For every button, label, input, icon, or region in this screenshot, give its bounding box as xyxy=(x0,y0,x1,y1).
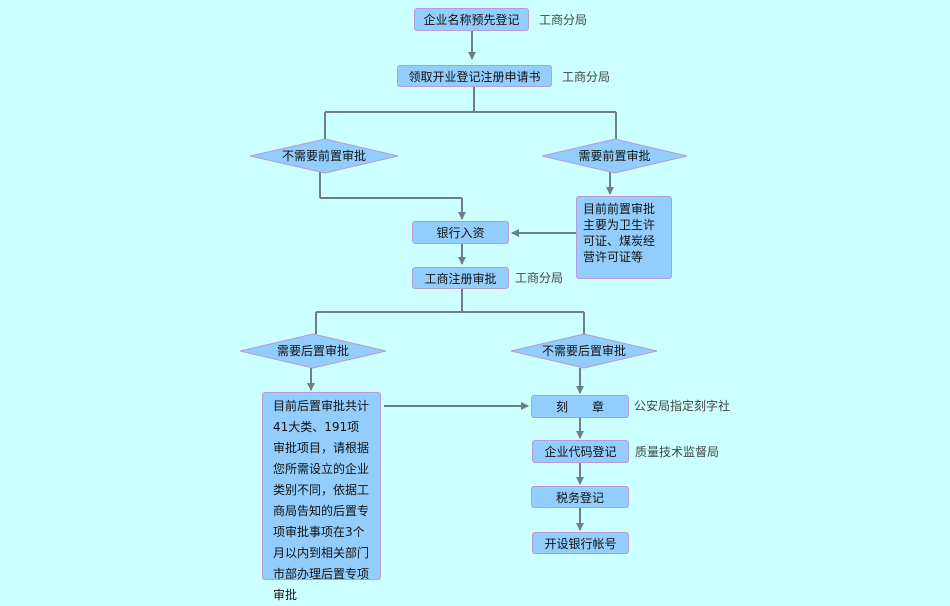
note-ic-branch-2: 工商分局 xyxy=(562,70,611,84)
note-ic-branch-1: 工商分局 xyxy=(539,13,588,27)
note-police-engraving-shop: 公安局指定刻字社 xyxy=(634,399,731,413)
diamond-label-need-pre-approval: 需要前置审批 xyxy=(578,149,651,163)
node-pre-approval-detail: 目前前置审批主要为卫生许可证、煤炭经营许可证等 xyxy=(576,196,672,279)
diamond-need-pre-approval xyxy=(541,138,688,174)
node-post-approval-detail: 目前后置审批共计41大类、191项审批项目，请根据您所需设立的企业类别不同，依据… xyxy=(262,392,381,602)
node-tax-registration: 税务登记 xyxy=(531,486,629,508)
connector-lines xyxy=(239,31,688,531)
diamond-label-need-post-approval: 需要后置审批 xyxy=(276,344,349,358)
note-ic-branch-3: 工商分局 xyxy=(515,271,564,285)
diamond-need-post-approval xyxy=(239,333,387,369)
note-quality-supervision-bureau: 质量技术监督局 xyxy=(635,445,720,459)
diamond-label-no-pre-approval: 不需要前置审批 xyxy=(281,149,366,163)
node-get-application-form: 领取开业登记注册申请书 xyxy=(397,65,552,87)
diamond-no-pre-approval xyxy=(249,138,399,174)
node-ic-registration-approval: 工商注册审批 xyxy=(412,267,509,289)
diamond-label-no-post-approval: 不需要后置审批 xyxy=(541,344,626,358)
node-seal-carving: 刻 章 xyxy=(531,395,629,418)
node-org-code-registration: 企业代码登记 xyxy=(532,440,629,463)
node-bank-funding: 银行入资 xyxy=(412,221,509,244)
node-open-bank-account: 开设银行帐号 xyxy=(532,532,629,554)
node-name-registration: 企业名称预先登记 xyxy=(414,8,529,31)
diamond-no-post-approval xyxy=(510,333,658,369)
